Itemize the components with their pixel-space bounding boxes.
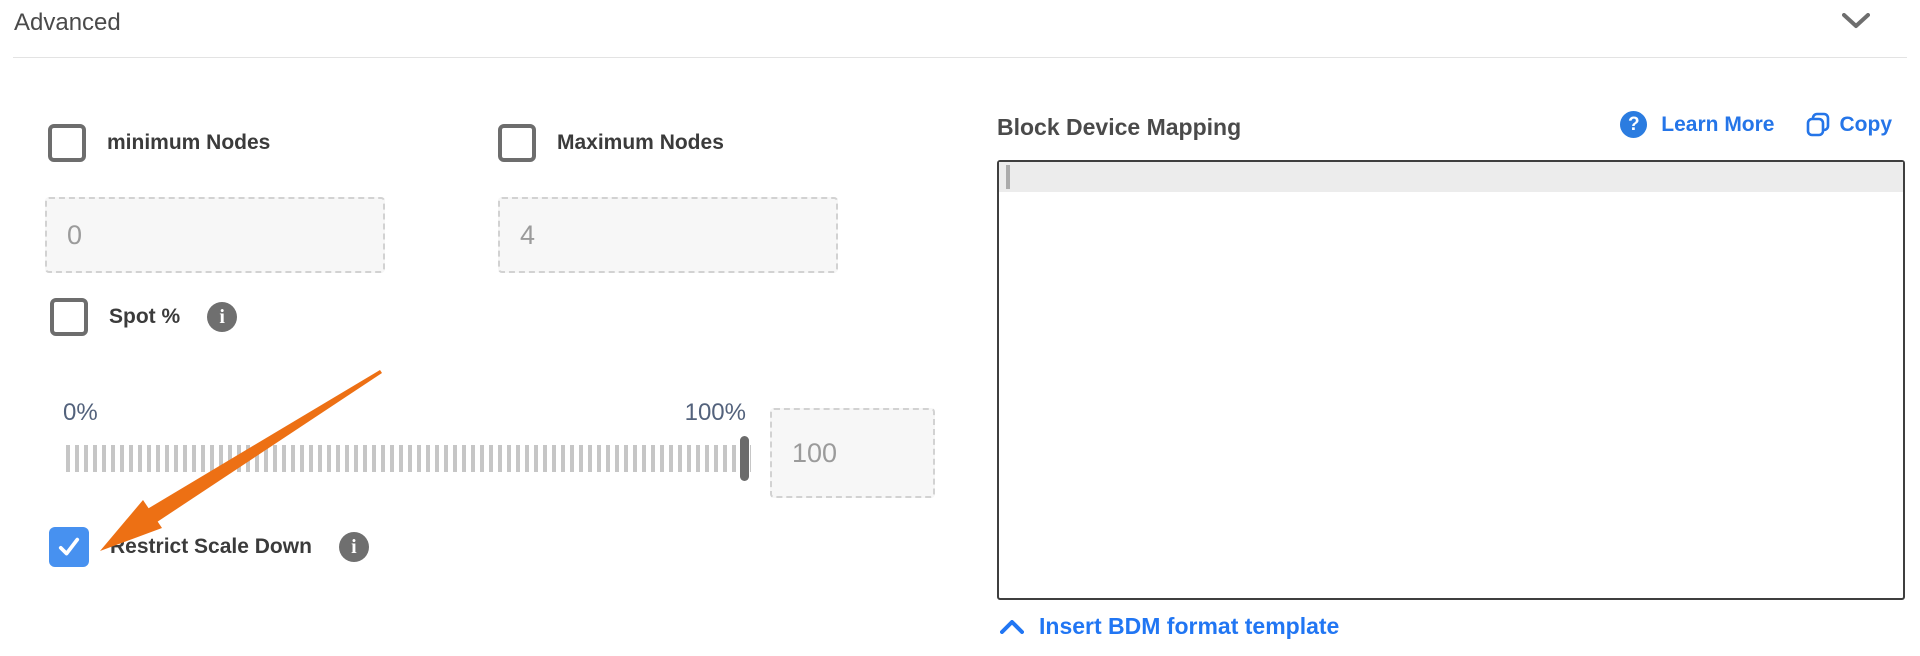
spot-percent-slider-track[interactable] [66,445,751,472]
max-nodes-label: Maximum Nodes [557,131,724,154]
spot-checkbox-group: Spot % i [50,298,238,336]
restrict-info-icon[interactable]: i [338,532,369,562]
restrict-scale-down-checkbox[interactable] [49,527,89,567]
bdm-editor[interactable] [997,160,1905,600]
chevron-down-icon[interactable] [1842,13,1870,30]
spot-checkbox[interactable] [50,298,88,336]
chevron-up-icon [1000,619,1024,634]
section-divider [13,57,1907,58]
min-nodes-checkbox-group: minimum Nodes [48,124,270,162]
min-nodes-input[interactable] [45,197,385,273]
spot-percent-input[interactable] [770,408,935,498]
min-nodes-label: minimum Nodes [107,131,271,154]
bdm-actions: ? Learn More Copy [1620,111,1892,138]
editor-caret [1006,165,1010,189]
checkmark-icon [58,537,80,556]
copy-icon[interactable] [1805,111,1831,138]
insert-bdm-template-link[interactable]: Insert BDM format template [1000,613,1339,640]
spot-info-icon[interactable]: i [207,302,238,332]
bdm-title: Block Device Mapping [997,114,1242,140]
restrict-scale-down-label: Restrict Scale Down [110,535,312,558]
slider-max-label: 100% [684,399,746,426]
spot-label: Spot % [109,305,181,328]
spot-percent-slider-handle[interactable] [740,436,749,481]
insert-bdm-template-label: Insert BDM format template [1039,613,1340,639]
help-question-icon[interactable]: ? [1620,111,1648,138]
learn-more-link[interactable]: Learn More [1661,112,1775,136]
editor-active-line [999,162,1903,192]
max-nodes-checkbox[interactable] [498,124,536,162]
section-title: Advanced [14,9,121,36]
restrict-scale-down-checkbox-group: Restrict Scale Down i [49,527,369,567]
max-nodes-input[interactable] [498,197,838,273]
min-nodes-checkbox[interactable] [48,124,86,162]
max-nodes-checkbox-group: Maximum Nodes [498,124,724,162]
copy-link[interactable]: Copy [1839,112,1893,136]
slider-min-label: 0% [63,399,98,426]
